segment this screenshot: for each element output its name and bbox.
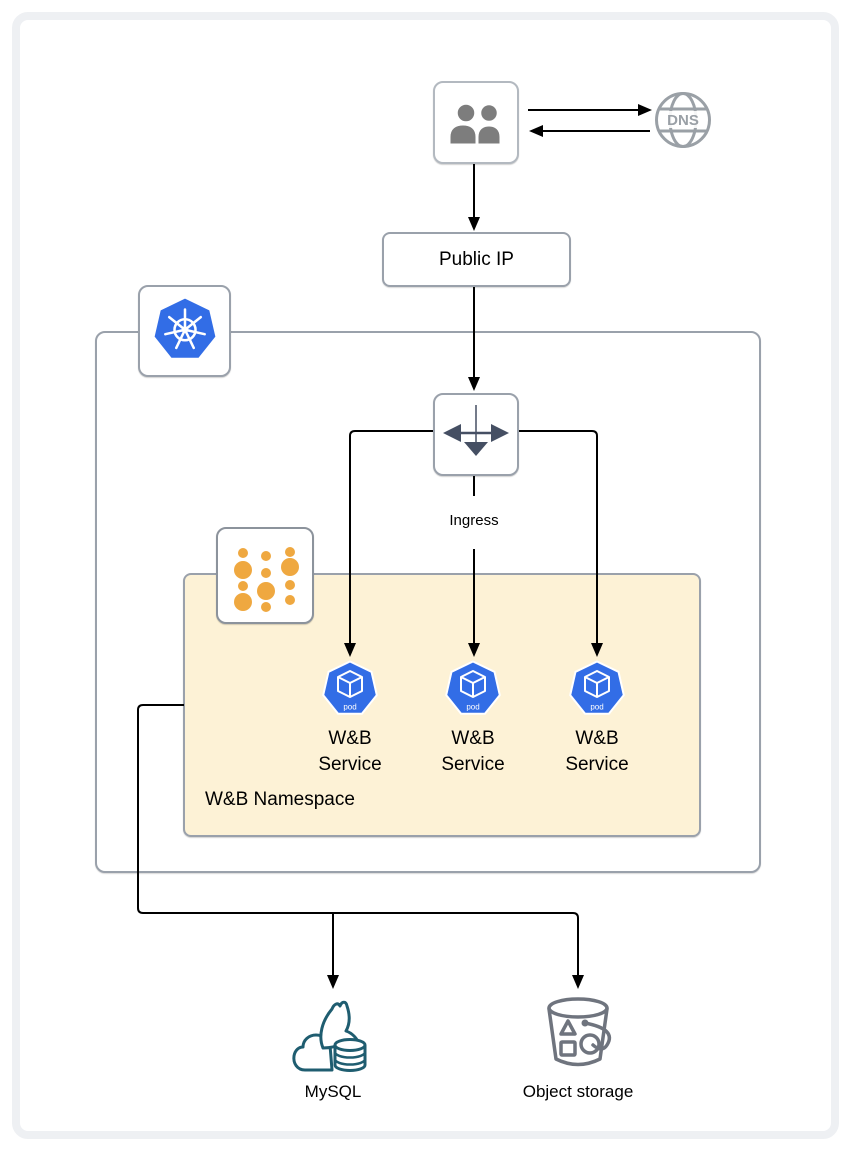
ingress-label: Ingress (449, 512, 499, 529)
users-node (433, 81, 519, 164)
pod-badge: pod (466, 703, 479, 712)
service-node-2: pod W&B Service (415, 660, 531, 778)
kubernetes-helm-icon (154, 298, 215, 358)
bucket-icon (547, 997, 612, 1067)
object-storage-node (539, 993, 617, 1077)
pod-badge: pod (590, 703, 603, 712)
pod-icon: pod (322, 660, 378, 715)
mysql-node (291, 996, 375, 1076)
public-ip-node: Public IP (382, 232, 571, 287)
service-label-2: W&B Service (441, 728, 505, 775)
mysql-label: MySQL (304, 1082, 362, 1101)
public-ip-label: Public IP (439, 248, 514, 270)
pod-badge: pod (343, 703, 356, 712)
outer-frame (12, 12, 839, 1139)
dns-globe-icon: DNS (655, 92, 711, 148)
dns-node: DNS (653, 90, 713, 150)
mysql-dolphin-icon (292, 1000, 367, 1072)
namespace-label: W&B Namespace (205, 789, 355, 810)
service-node-1: pod W&B Service (292, 660, 408, 778)
service-label-3: W&B Service (565, 728, 629, 775)
service-label-1: W&B Service (318, 728, 382, 775)
ingress-arrows-icon (443, 405, 509, 456)
pod-icon: pod (569, 660, 625, 715)
service-node-3: pod W&B Service (539, 660, 655, 778)
ingress-node (433, 393, 519, 476)
users-icon (448, 101, 503, 146)
object-storage-label: Object storage (522, 1082, 634, 1101)
kubernetes-node (138, 285, 231, 377)
namespace-icon-node (216, 527, 314, 624)
dns-text: DNS (667, 112, 699, 129)
namespace-dots-icon (234, 547, 299, 612)
pod-icon: pod (445, 660, 501, 715)
